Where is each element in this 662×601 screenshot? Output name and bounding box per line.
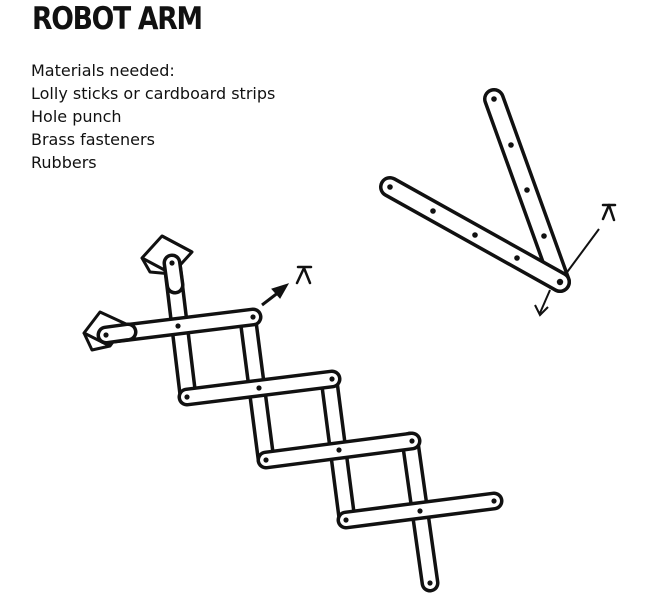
materials-heading: Materials needed: bbox=[31, 61, 175, 80]
stick-holes bbox=[387, 96, 564, 286]
stick-holes bbox=[103, 260, 497, 586]
arrow-head-icon bbox=[534, 304, 549, 317]
diagonal-sticks bbox=[162, 253, 440, 593]
stick-end bbox=[96, 322, 138, 345]
stick-end bbox=[162, 253, 185, 295]
brass-fastener-icon bbox=[295, 265, 313, 285]
scissor-arm-diagram bbox=[82, 234, 504, 593]
brass-fastener-icon bbox=[601, 203, 617, 222]
material-item-fasteners: Brass fasteners bbox=[31, 130, 155, 149]
page-title: ROBOT ARM bbox=[32, 1, 203, 37]
arrow-icon bbox=[539, 289, 551, 314]
arrow-icon bbox=[261, 283, 290, 307]
horizontal-sticks bbox=[96, 307, 504, 530]
material-item-hole-punch: Hole punch bbox=[31, 107, 122, 126]
material-item-sticks: Lolly sticks or cardboard strips bbox=[31, 84, 276, 103]
material-item-rubbers: Rubbers bbox=[31, 153, 97, 172]
arrow-line bbox=[564, 228, 600, 276]
materials-list: Materials needed: Lolly sticks or cardbo… bbox=[31, 59, 275, 174]
two-stick-v-diagram bbox=[379, 88, 617, 317]
